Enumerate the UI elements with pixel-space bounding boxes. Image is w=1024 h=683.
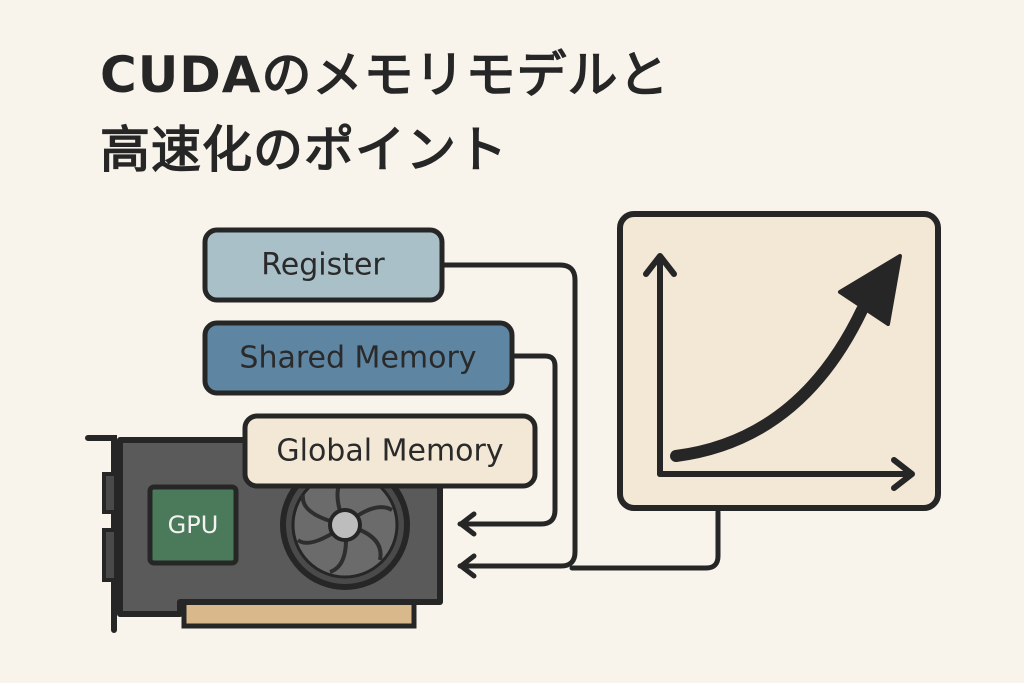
x-axis-arrow-icon [891,457,915,491]
shared-memory-label: Shared Memory [239,341,476,376]
connector-lines [439,262,721,579]
shared-arrowhead [458,511,477,537]
y-axis-arrow-icon [643,253,677,277]
title-line-1: CUDAのメモリモデルと [100,46,670,104]
graph-connector [569,509,721,571]
global-memory-label: Global Memory [276,434,503,469]
register-connector [439,262,578,569]
gpu-port-1 [102,472,118,514]
register-arrowhead [458,553,477,579]
gpu-chip [147,484,239,566]
global-memory-box: Global Memory [242,413,538,489]
title-line-2: 高速化のポイント [100,121,508,179]
upward-curve-arrow-icon [670,254,902,462]
performance-graph-panel [617,211,941,511]
shared-memory-box: Shared Memory [202,320,515,396]
register-box: Register [202,227,445,303]
gpu-port-2 [102,528,118,582]
fan-icon [280,460,410,590]
gpu-label: GPU [168,511,219,539]
shared-connector [457,353,558,527]
register-label: Register [261,248,385,283]
